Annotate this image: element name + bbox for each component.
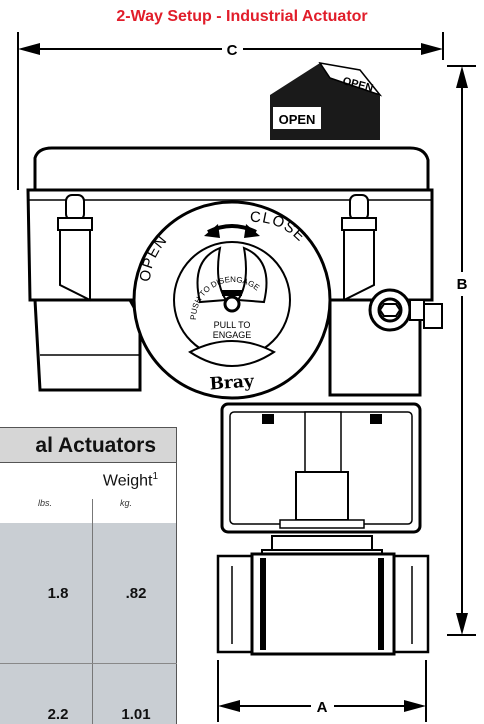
- diagram-title: 2-Way Setup - Industrial Actuator: [116, 8, 368, 25]
- unit-lbs: lbs.: [38, 498, 53, 508]
- dimension-a: A: [217, 660, 427, 722]
- column-divider: [92, 499, 93, 523]
- table-row: 2.2 1.01: [0, 664, 177, 724]
- table-subheader: Weight1 lbs. kg.: [0, 463, 177, 523]
- manual-override-handwheel: OPEN CLOSE PUSH TO DISENGAGE PULL TO ENG…: [132, 200, 332, 400]
- column-divider: [92, 664, 93, 724]
- engage-knob-icon: [222, 290, 242, 296]
- dimension-c: C: [17, 32, 444, 190]
- mounting-bracket: [220, 402, 422, 534]
- engage-label: ENGAGE: [213, 330, 252, 340]
- row-kg: 1.01: [121, 706, 151, 723]
- column-divider: [92, 523, 93, 663]
- left-cable-gland: [57, 194, 93, 302]
- dimension-b-label: B: [457, 276, 468, 293]
- weight-label: Weight: [102, 472, 153, 490]
- indicator-open-label: OPEN: [279, 112, 316, 127]
- row-divider: [0, 663, 177, 664]
- right-cable-gland: [341, 194, 377, 302]
- weight-footnote-ref: 1: [152, 471, 158, 482]
- row-kg: .82: [125, 585, 147, 602]
- pull-to-label: PULL TO: [214, 320, 251, 330]
- table-header: al Actuators: [0, 427, 177, 463]
- row-lbs: 1.8: [47, 585, 69, 602]
- ball-valve: [216, 535, 430, 656]
- dimension-c-label: C: [227, 42, 238, 59]
- actuator-housing-lower: [33, 298, 142, 392]
- dimension-b: B: [447, 65, 476, 636]
- side-conduit-fitting: [368, 288, 443, 332]
- dimension-a-label: A: [317, 699, 328, 716]
- weight-column-header: Weight1: [103, 471, 158, 490]
- position-indicator: OPEN OPEN: [270, 61, 383, 140]
- row-lbs: 2.2: [47, 706, 69, 723]
- unit-kg: kg.: [120, 498, 133, 508]
- bray-logo: Bray: [209, 371, 256, 394]
- actuator-cover: [33, 146, 430, 192]
- table-row: 1.8 .82: [0, 523, 177, 663]
